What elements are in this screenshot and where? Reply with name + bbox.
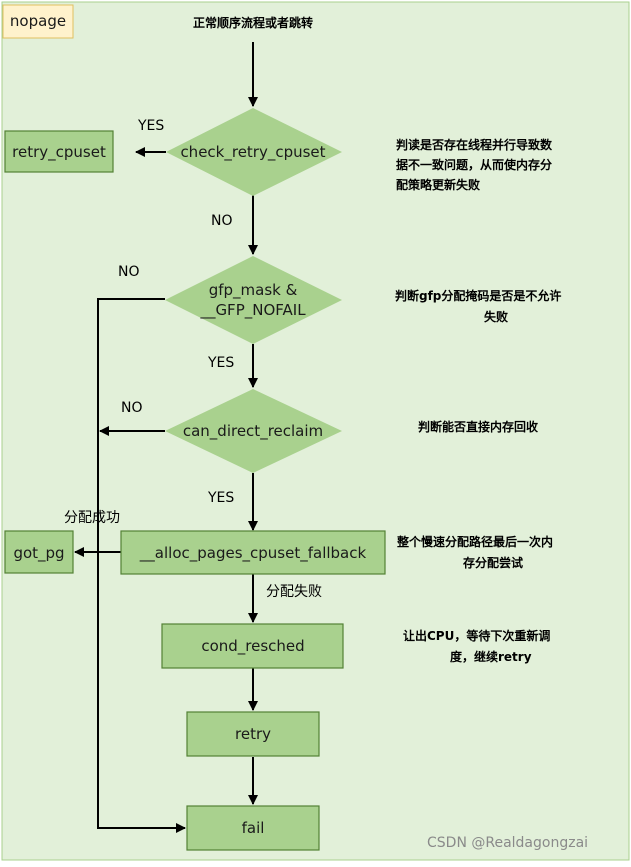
note-reclaim: 判断能否直接内存回收: [418, 419, 538, 434]
note-gfp: 判断gfp分配掩码是否是不允许 失败: [395, 288, 561, 324]
gfp-mask-label-line2: __GFP_NOFAIL: [199, 301, 306, 320]
note-alloc: 整个慢速分配路径最后一次内 存分配尝试: [396, 534, 553, 570]
check-no-label: NO: [211, 213, 233, 229]
gfp-mask-diamond: [165, 256, 342, 344]
gfp-no-label: NO: [118, 264, 140, 280]
note-gfp-line1: 判断gfp分配掩码是否是不允许: [395, 288, 561, 303]
note-gfp-line2: 失败: [484, 309, 508, 324]
note-cond-line2: 度，继续retry: [450, 649, 532, 664]
retry-box: [186, 711, 320, 757]
note-check-retry-line2: 据不一致问题，从而使内存分: [396, 157, 552, 172]
check-yes-label: YES: [137, 118, 164, 134]
csdn-watermark: CSDN @Realdagongzai: [427, 835, 588, 851]
cond-resched-label: cond_resched: [201, 637, 304, 656]
retry-cpuset-label: retry_cpuset: [12, 143, 106, 162]
note-alloc-line2: 存分配尝试: [462, 555, 523, 570]
can-direct-reclaim-diamond: [165, 389, 342, 473]
note-check-retry-line1: 判读是否存在线程并行导致数: [396, 137, 553, 152]
note-check-retry: 判读是否存在线程并行导致数 据不一致问题，从而使内存分 配策略更新失败: [396, 137, 553, 192]
retry-cpuset-box: [4, 130, 114, 173]
arrow-gfp-no-to-fail: [97, 298, 186, 833]
start-label: 正常顺序流程或者跳转: [193, 15, 313, 30]
note-reclaim-line1: 判断能否直接内存回收: [418, 419, 538, 434]
can-direct-reclaim-label: can_direct_reclaim: [183, 422, 323, 441]
nopage-tag: nopage: [10, 12, 66, 30]
gfp-mask-label-line1: gfp_mask &: [209, 281, 298, 300]
connectors: [74, 42, 258, 833]
note-alloc-line1: 整个慢速分配路径最后一次内: [396, 534, 553, 549]
check-retry-cpuset-diamond: [166, 108, 342, 196]
check-retry-cpuset-label: check_retry_cpuset: [180, 143, 325, 162]
note-cond: 让出CPU，等待下次重新调 度，继续retry: [403, 628, 550, 664]
fail-label: fail: [242, 819, 265, 837]
retry-label: retry: [235, 725, 271, 743]
fail-box: [186, 805, 320, 851]
alloc-fallback-label: __alloc_pages_cpuset_fallback: [139, 544, 367, 563]
got-pg-label: got_pg: [13, 544, 64, 563]
reclaim-yes-label: YES: [207, 490, 234, 506]
note-check-retry-line3: 配策略更新失败: [396, 177, 480, 192]
alloc-fail-label: 分配失败: [266, 584, 322, 600]
reclaim-no-label: NO: [121, 400, 143, 416]
nopage-tag-box: [2, 4, 74, 39]
got-pg-box: [4, 530, 74, 574]
gfp-yes-label: YES: [207, 355, 234, 371]
cond-resched-box: [161, 623, 344, 669]
alloc-fallback-box: [120, 530, 386, 575]
note-cond-line1: 让出CPU，等待下次重新调: [403, 628, 550, 643]
alloc-success-label: 分配成功: [64, 510, 120, 526]
